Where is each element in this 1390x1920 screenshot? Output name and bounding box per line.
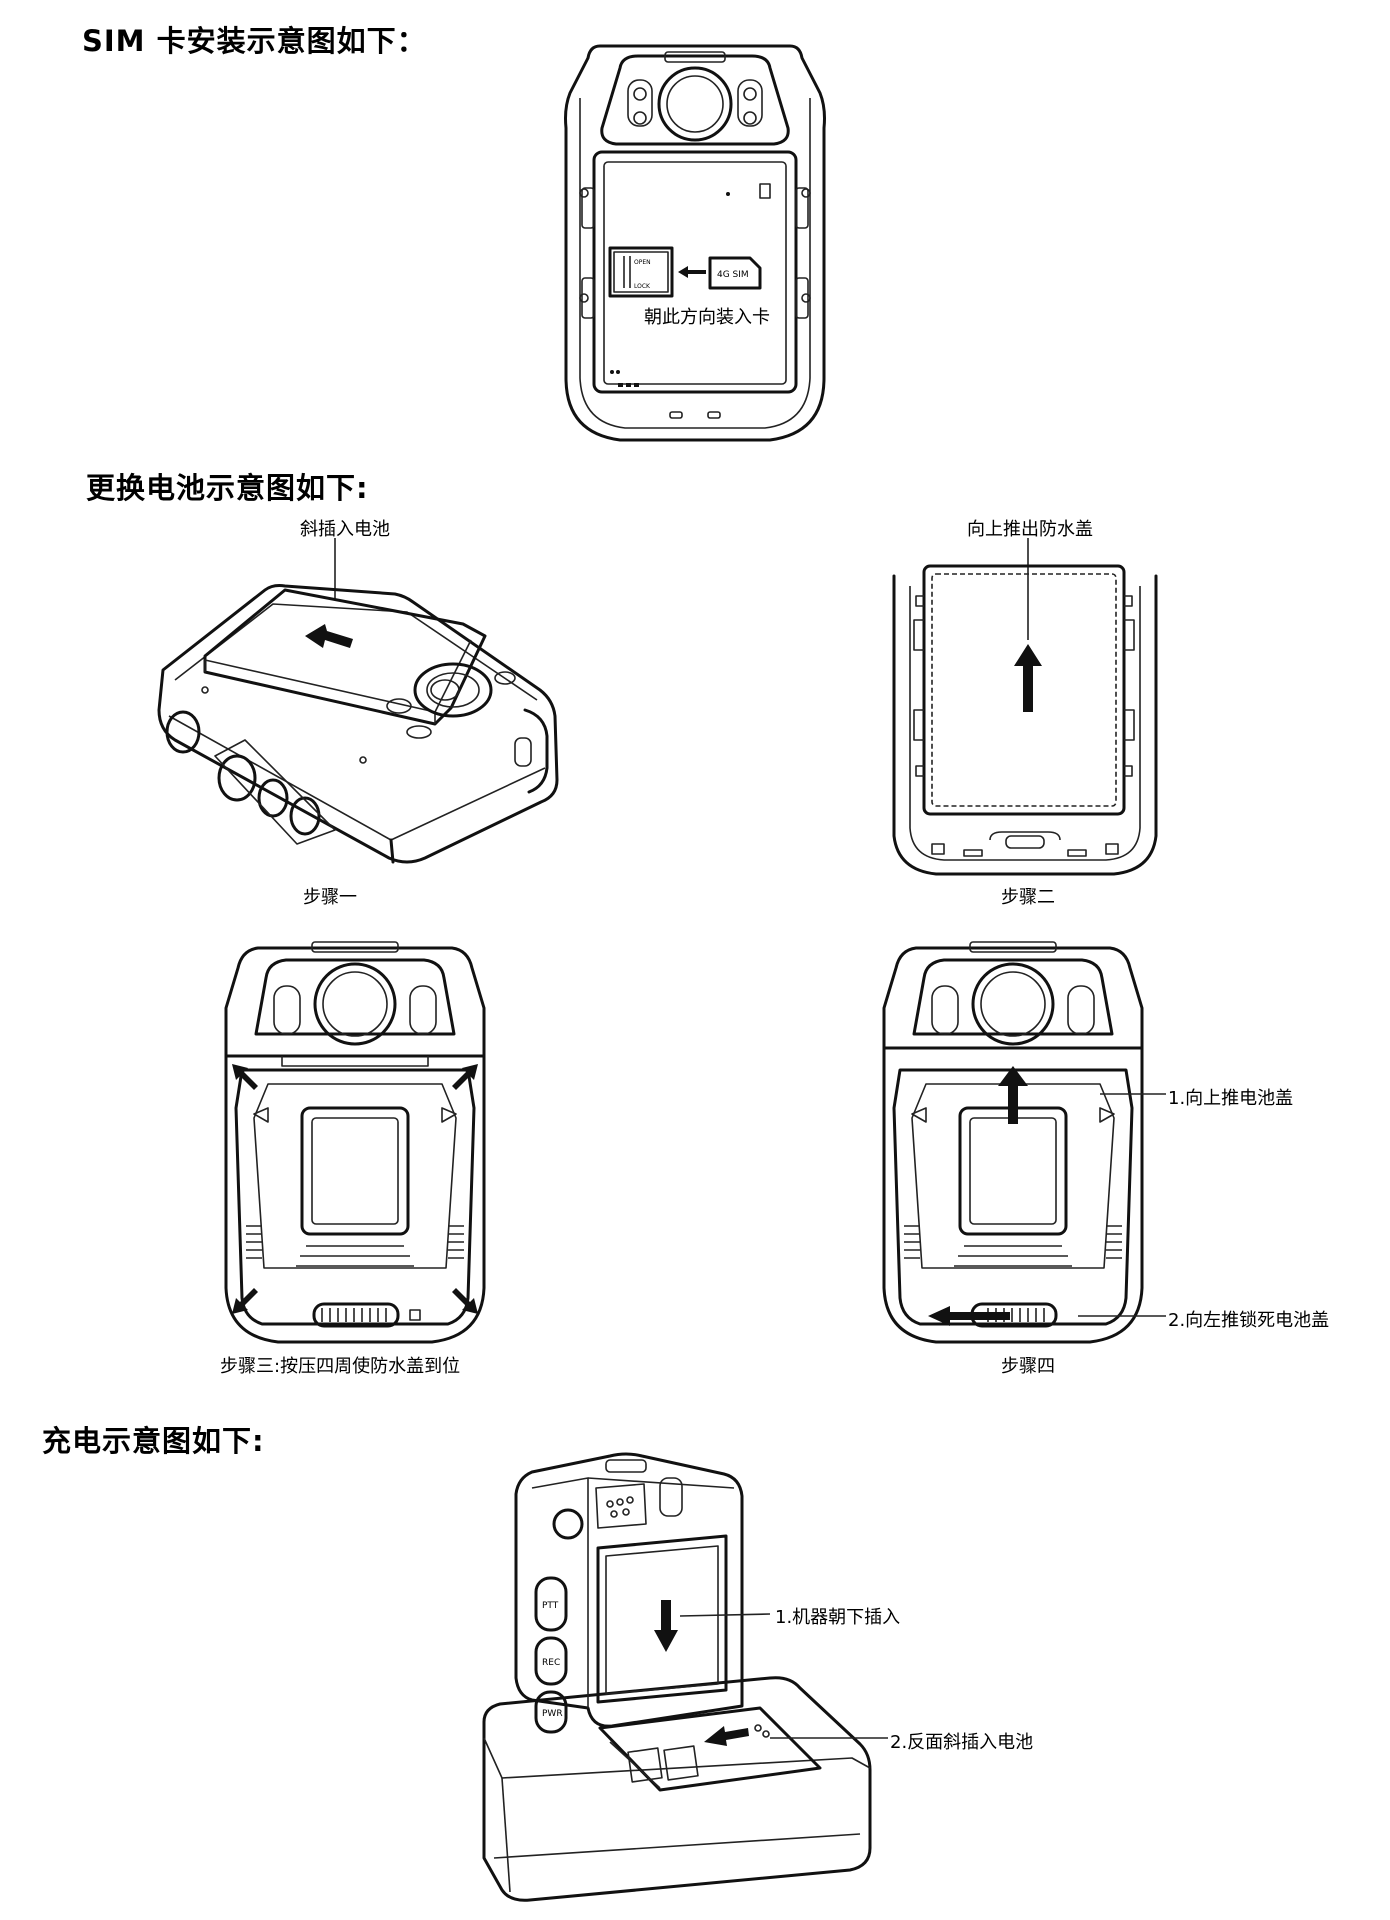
step1-note: 斜插入电池 xyxy=(300,519,390,540)
button-label-pwr: PWR xyxy=(542,1709,563,1719)
step2-caption: 步骤二 xyxy=(1001,887,1055,908)
charging-note-2: 2.反面斜插入电池 xyxy=(890,1732,1034,1753)
step4-note-1: 1.向上推电池盖 xyxy=(1168,1088,1294,1109)
step1-caption: 步骤一 xyxy=(303,887,357,908)
sim-slot-lock-text: LOCK xyxy=(634,283,651,290)
sim-section-title: SIM 卡安装示意图如下： xyxy=(82,24,427,58)
step4-cover-lock-diagram xyxy=(882,941,1166,1344)
button-label-ptt: PTT xyxy=(542,1601,559,1611)
button-label-rec: REC xyxy=(542,1658,560,1668)
step4-caption: 步骤四 xyxy=(1001,1356,1055,1377)
step2-cover-removal-diagram xyxy=(892,538,1158,876)
sim-slot-open-text: OPEN xyxy=(634,259,651,266)
step2-note: 向上推出防水盖 xyxy=(967,519,1093,540)
charging-dock-diagram: PTT REC PWR xyxy=(482,1452,888,1902)
battery-section-title: 更换电池示意图如下: xyxy=(86,471,369,505)
sim-arrow-label: 朝此方向装入卡 xyxy=(644,307,770,328)
step3-caption: 步骤三:按压四周使防水盖到位 xyxy=(220,1356,461,1377)
sim-install-diagram: OPEN LOCK 4G SIM 朝此方向装入卡 xyxy=(564,44,826,442)
sim-card-label: 4G SIM xyxy=(717,270,749,280)
charging-section-title: 充电示意图如下: xyxy=(42,1424,265,1458)
step3-cover-press-diagram xyxy=(224,941,486,1344)
step4-note-2: 2.向左推锁死电池盖 xyxy=(1168,1310,1330,1331)
step1-battery-insert-diagram xyxy=(157,538,559,864)
charging-note-1: 1.机器朝下插入 xyxy=(775,1607,901,1628)
